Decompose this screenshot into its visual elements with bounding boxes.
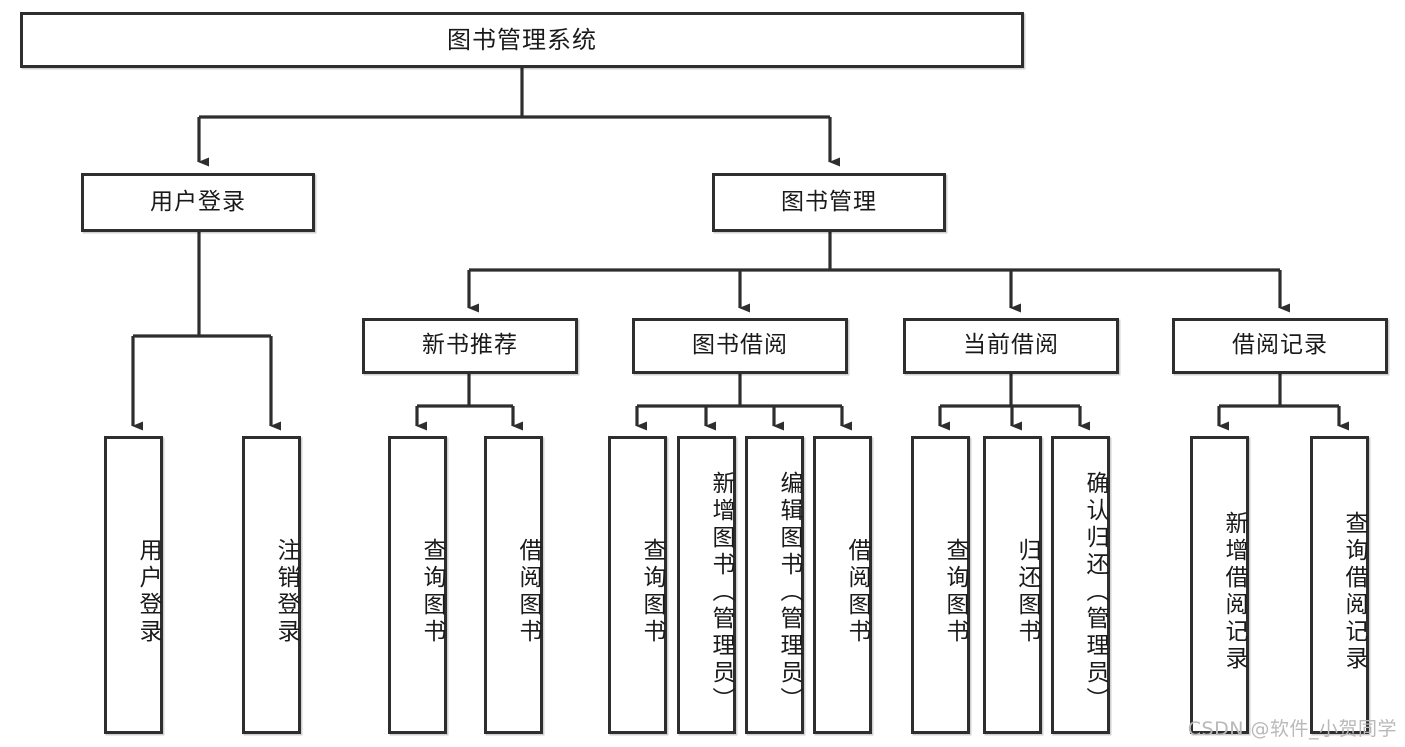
node-leaf-query-book-2[interactable]: 查询图书 (608, 436, 667, 734)
csdn-watermark: CSDN @软件_小贺同学 (1187, 718, 1397, 740)
node-label: 查询图书 (639, 538, 665, 646)
node-root-system[interactable]: 图书管理系统 (20, 12, 1024, 68)
node-label: 归还图书 (1014, 538, 1040, 646)
node-leaf-confirm-return[interactable]: 确认归还（管理员） (1051, 436, 1110, 734)
node-leaf-user-logout[interactable]: 注销登录 (242, 436, 301, 734)
node-leaf-query-book-3[interactable]: 查询图书 (911, 436, 970, 734)
node-label: 查询图书 (942, 538, 968, 646)
node-leaf-query-book-1[interactable]: 查询图书 (388, 436, 447, 734)
node-current-borrow[interactable]: 当前借阅 (903, 318, 1119, 374)
node-leaf-return-book[interactable]: 归还图书 (983, 436, 1042, 734)
node-label: 新增借阅记录 (1221, 511, 1247, 673)
node-label: 借阅记录 (1232, 332, 1328, 359)
node-label: 借阅图书 (515, 538, 541, 646)
node-leaf-add-record[interactable]: 新增借阅记录 (1190, 436, 1249, 734)
node-leaf-add-book[interactable]: 新增图书（管理员） (677, 436, 736, 734)
node-leaf-borrow-book-2[interactable]: 借阅图书 (813, 436, 872, 734)
node-label: 图书管理 (781, 188, 877, 215)
node-label: 图书管理系统 (447, 25, 597, 54)
node-label: 新增图书（管理员） (708, 470, 734, 714)
node-label: 借阅图书 (844, 538, 870, 646)
node-label: 用户登录 (150, 188, 246, 215)
node-label: 编辑图书（管理员） (776, 470, 802, 714)
node-label: 当前借阅 (963, 332, 1059, 359)
node-label: 注销登录 (273, 538, 299, 646)
node-book-manage[interactable]: 图书管理 (712, 173, 946, 232)
node-borrow-record[interactable]: 借阅记录 (1172, 318, 1388, 374)
node-book-borrow[interactable]: 图书借阅 (632, 318, 848, 374)
node-label: 查询借阅记录 (1341, 511, 1367, 673)
node-user-login[interactable]: 用户登录 (81, 173, 315, 232)
node-label: 新书推荐 (422, 332, 518, 359)
node-leaf-borrow-book-1[interactable]: 借阅图书 (484, 436, 543, 734)
node-leaf-query-record[interactable]: 查询借阅记录 (1310, 436, 1369, 734)
node-label: 确认归还（管理员） (1082, 470, 1108, 714)
node-leaf-edit-book[interactable]: 编辑图书（管理员） (745, 436, 804, 734)
node-leaf-user-login[interactable]: 用户登录 (104, 436, 163, 734)
node-new-book-recommend[interactable]: 新书推荐 (362, 318, 578, 374)
node-label: 图书借阅 (692, 332, 788, 359)
node-label: 查询图书 (419, 538, 445, 646)
node-label: 用户登录 (135, 538, 161, 646)
